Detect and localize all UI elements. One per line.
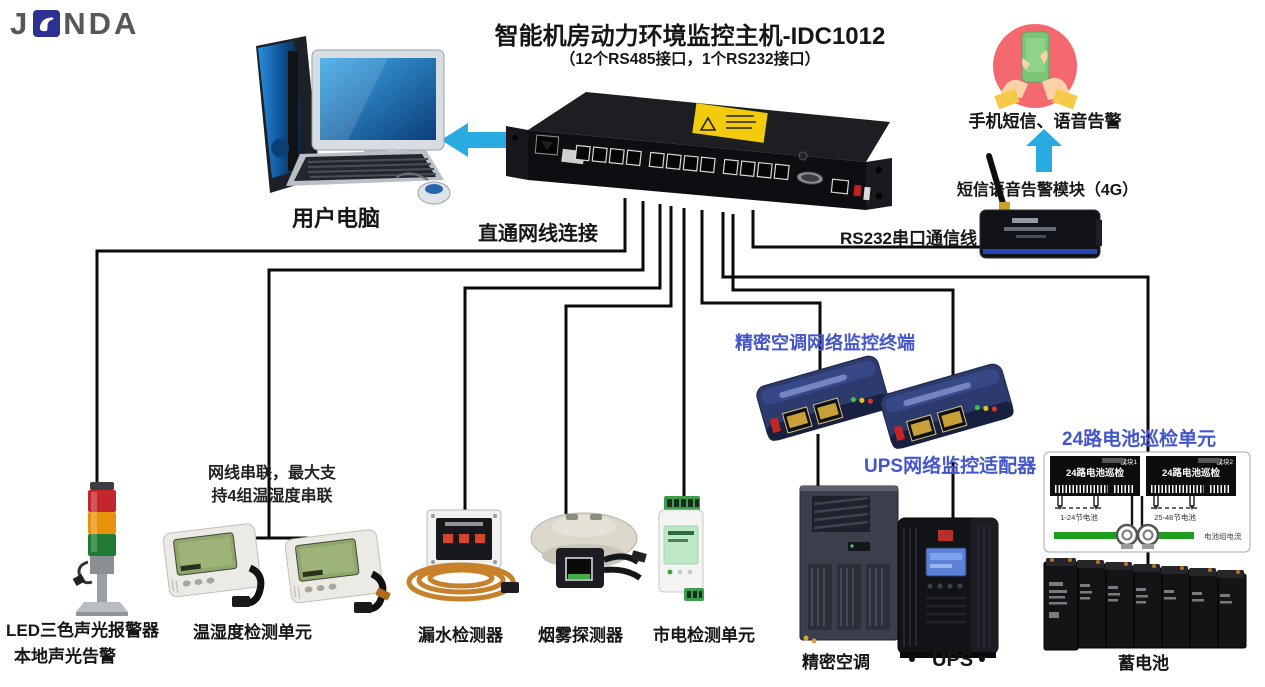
battery-module2-title: 24路电池巡检 bbox=[1162, 467, 1221, 479]
mains-unit-label: 市电检测单元 bbox=[653, 626, 755, 645]
battery-label: 蓄电池 bbox=[1118, 654, 1169, 673]
battery-range2-label: 25-48节电池 bbox=[1154, 512, 1196, 522]
ups-adapter-label: UPS网络监控适配器 bbox=[864, 456, 1037, 477]
battery-diagram: 24路电池巡检 模块1 24路电池巡检 模块2 1-24节电池 25-48节电池… bbox=[1043, 451, 1251, 553]
battery-bus-label: 电池组电流 bbox=[1204, 531, 1242, 541]
chain-note-line1: 网线串联，最大支 bbox=[207, 465, 336, 482]
ac-terminal-label: 精密空调网络监控终端 bbox=[735, 333, 915, 353]
logo-letters-nda: NDA bbox=[63, 6, 140, 41]
direct-cable-label: 直通网线连接 bbox=[478, 223, 598, 245]
user-computer-label: 用户电脑 bbox=[292, 206, 381, 231]
battery-bank-illustration bbox=[1043, 558, 1247, 651]
left-arrow-icon bbox=[441, 123, 530, 157]
battery-module2-tag: 模块2 bbox=[1216, 457, 1233, 466]
ups-label: UPS bbox=[932, 649, 974, 671]
phone-alarm-icon bbox=[993, 24, 1078, 110]
wire-ups-adapter bbox=[731, 214, 955, 380]
host-device-illustration bbox=[506, 92, 892, 210]
wire-ac-terminal bbox=[700, 210, 822, 372]
battery-unit-label: 24路电池巡检单元 bbox=[1062, 429, 1217, 450]
temp-humidity-unit-2 bbox=[284, 529, 391, 613]
led-alarm-label-line2: 本地声光告警 bbox=[14, 647, 116, 666]
logo-letter-j: J bbox=[10, 6, 31, 41]
logo-bird-icon bbox=[33, 10, 61, 37]
wire-smoke bbox=[564, 206, 673, 514]
page-title: 智能机房动力环境监控主机-IDC1012 bbox=[494, 23, 886, 50]
mains-unit-illustration bbox=[658, 496, 704, 601]
phone-alarm-label: 手机短信、语音告警 bbox=[968, 112, 1122, 131]
temp-humidity-unit-1 bbox=[162, 523, 265, 607]
water-leak-label: 漏水检测器 bbox=[418, 626, 503, 645]
temp-humidity-label: 温湿度检测单元 bbox=[193, 623, 312, 642]
precision-ac-label: 精密空调 bbox=[802, 653, 870, 672]
smoke-detector-label: 烟雾探测器 bbox=[538, 626, 623, 645]
wire-led-alarm bbox=[95, 198, 627, 490]
adapter-module-1 bbox=[756, 355, 890, 441]
adapter-module-2 bbox=[880, 363, 1014, 449]
rs232-label: RS232串口通信线 bbox=[840, 229, 977, 248]
battery-module1-tag: 模块1 bbox=[1120, 457, 1137, 466]
water-leak-illustration bbox=[406, 509, 519, 602]
battery-module1-title: 24路电池巡检 bbox=[1066, 467, 1125, 479]
wire-water-leak bbox=[463, 204, 662, 516]
led-tower-illustration bbox=[72, 482, 128, 616]
chain-note-line2: 持4组温湿度串联 bbox=[211, 488, 333, 506]
sms-module-illustration bbox=[979, 153, 1102, 259]
battery-range1-label: 1-24节电池 bbox=[1060, 512, 1098, 522]
smoke-detector-illustration bbox=[530, 512, 647, 588]
page-subtitle: （12个RS485接口，1个RS232接口） bbox=[559, 51, 821, 68]
precision-ac-illustration bbox=[799, 485, 899, 644]
ups-illustration bbox=[897, 517, 999, 662]
user-computer-illustration bbox=[256, 36, 451, 205]
led-alarm-label-line1: LED三色声光报警器 bbox=[6, 621, 159, 640]
up-arrow-icon bbox=[1026, 129, 1062, 172]
wire-rs232 bbox=[751, 210, 986, 249]
junda-logo: J NDA bbox=[10, 8, 139, 39]
wire-battery-unit bbox=[721, 212, 1150, 452]
sms-module-label: 短信语音告警模块（4G） bbox=[956, 182, 1139, 199]
